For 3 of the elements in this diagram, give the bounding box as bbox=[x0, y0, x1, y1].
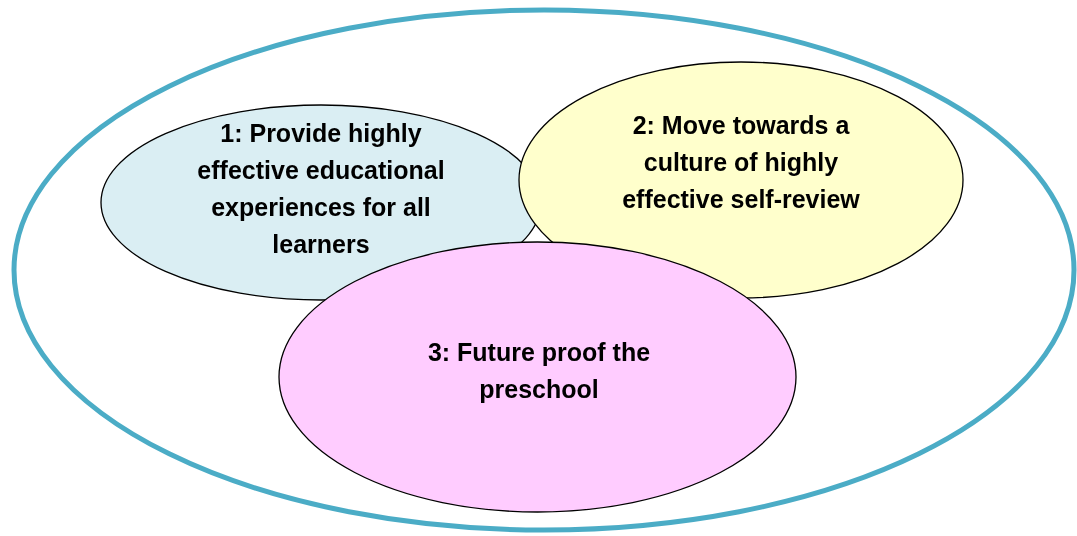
goal-text: 2: Move towards a culture of highly effective self-review bbox=[621, 110, 861, 215]
goal-text: 1: Provide highly effective educational experiences for all learners bbox=[196, 118, 446, 260]
goal-text: 3: Future proof the preschool bbox=[426, 337, 652, 405]
